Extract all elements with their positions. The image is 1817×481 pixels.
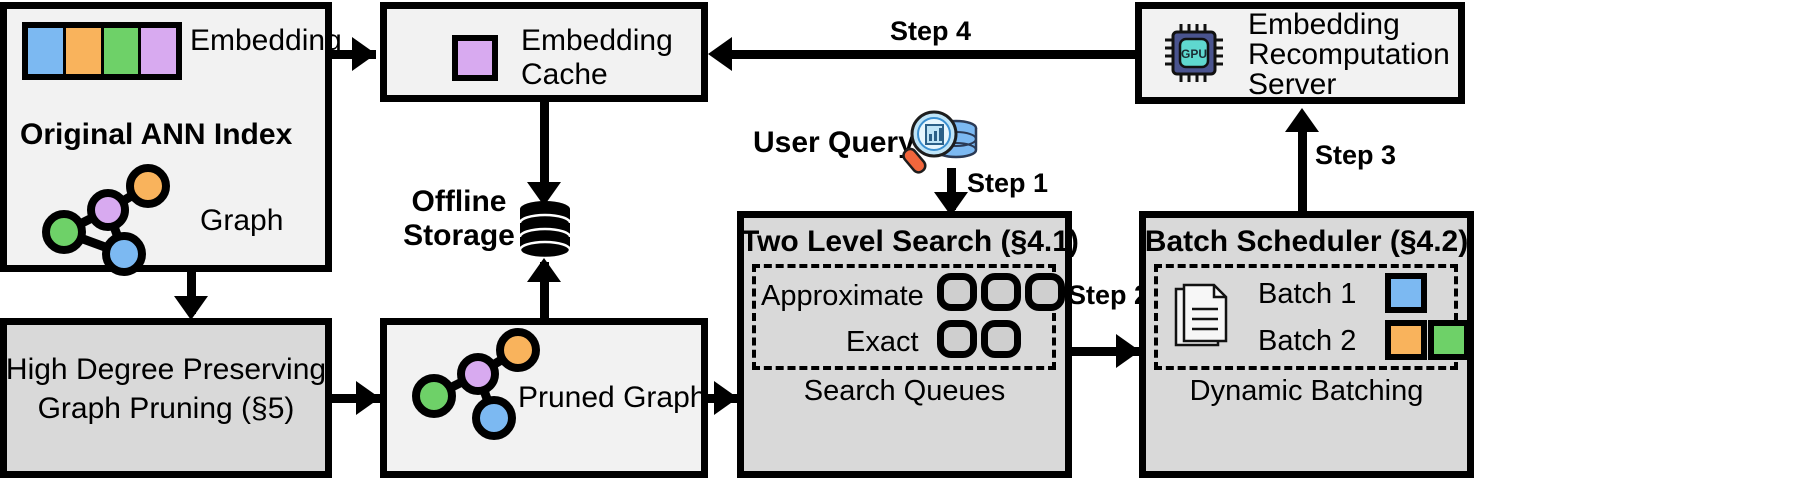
exact-slot-1[interactable] — [981, 320, 1021, 358]
arrow-index-to-pruning-bar — [187, 272, 196, 314]
approximate-slot-1[interactable] — [981, 273, 1021, 311]
embedding-cache-box — [380, 2, 708, 102]
batch-scheduler-title: Batch Scheduler (§4.2) — [1144, 225, 1469, 258]
query-search-icon — [902, 110, 978, 174]
embedding-cache-line2: Cache — [521, 58, 608, 91]
dynamic-batching-caption: Dynamic Batching — [1189, 375, 1424, 407]
graph-pruning-line2: Graph Pruning (§5) — [37, 392, 295, 425]
approximate-row-label: Approximate — [761, 280, 924, 312]
arrow-cache-to-storage-bar — [540, 102, 549, 198]
embedding-vector-swatches — [22, 22, 182, 80]
approximate-slot-0[interactable] — [937, 273, 977, 311]
step1-label: Step 1 — [967, 168, 1049, 198]
batch-1-swatch-0 — [1385, 273, 1427, 313]
offline-storage-line2: Storage — [403, 219, 515, 252]
arrow-pruned-to-storage-bar — [540, 262, 549, 320]
batch-2-swatch-1 — [1428, 320, 1470, 360]
embedding-cell-3 — [141, 28, 176, 74]
arrow-step1-bar — [947, 168, 956, 210]
gpu-icon-text: GPU — [1181, 47, 1207, 61]
embedding-label: Embedding — [190, 24, 342, 57]
embedding-cell-0 — [28, 28, 66, 74]
two-level-search-title: Two Level Search (§4.1) — [741, 225, 1079, 258]
arrow-step4-head — [708, 37, 732, 71]
gpu-chip-icon: GPU — [1165, 24, 1223, 82]
search-queues-caption: Search Queues — [803, 375, 1006, 407]
exact-slot-0[interactable] — [937, 320, 977, 358]
arrow-pruned-to-search-head — [714, 381, 738, 415]
step3-label: Step 3 — [1315, 140, 1397, 170]
recomputation-server-box — [1135, 2, 1465, 104]
pruned-graph-icon — [412, 328, 540, 440]
recomputation-server-line1: Embedding — [1248, 8, 1400, 41]
batch-2-label: Batch 2 — [1258, 325, 1357, 357]
arrow-step2-head — [1116, 334, 1140, 368]
embedding-cache-swatch — [452, 35, 498, 81]
exact-row-label: Exact — [846, 326, 919, 358]
arrow-step3-head — [1285, 108, 1319, 132]
graph-pruning-line1: High Degree Preserving — [5, 353, 327, 386]
original-index-graph-icon — [42, 164, 170, 276]
arrow-step3-bar — [1298, 132, 1307, 211]
graph-label: Graph — [200, 204, 284, 237]
embedding-cell-1 — [65, 28, 104, 74]
pruned-graph-label: Pruned Graph — [518, 381, 707, 414]
recomputation-server-line3: Server — [1248, 68, 1337, 101]
step4-label: Step 4 — [890, 16, 972, 46]
embedding-cache-line1: Embedding — [521, 24, 673, 57]
dynamic-batching-dashed-panel — [1154, 264, 1458, 370]
embedding-cell-2 — [103, 28, 142, 74]
arrow-step2-bar — [1072, 347, 1144, 356]
recomputation-server-line2: Recomputation — [1248, 38, 1450, 71]
database-icon — [518, 201, 572, 260]
original-ann-index-title: Original ANN Index — [20, 118, 293, 151]
arrow-step4-bar — [730, 50, 1135, 59]
user-query-label: User Query — [753, 126, 915, 159]
arrow-pruning-to-pruned-head — [356, 381, 380, 415]
arrow-index-to-pruning-head — [174, 296, 208, 320]
documents-icon — [1174, 283, 1228, 347]
step2-label: Step 2 — [1068, 280, 1150, 310]
search-queues-dashed-panel — [752, 264, 1056, 370]
batch-2-swatch-0 — [1385, 320, 1427, 360]
graph-pruning-box — [0, 318, 332, 478]
arrow-index-to-cache-head — [352, 37, 376, 71]
batch-1-label: Batch 1 — [1258, 278, 1357, 310]
offline-storage-line1: Offline — [411, 185, 507, 218]
arrow-pruned-to-storage-head — [527, 258, 561, 282]
approximate-slot-2[interactable] — [1025, 273, 1065, 311]
